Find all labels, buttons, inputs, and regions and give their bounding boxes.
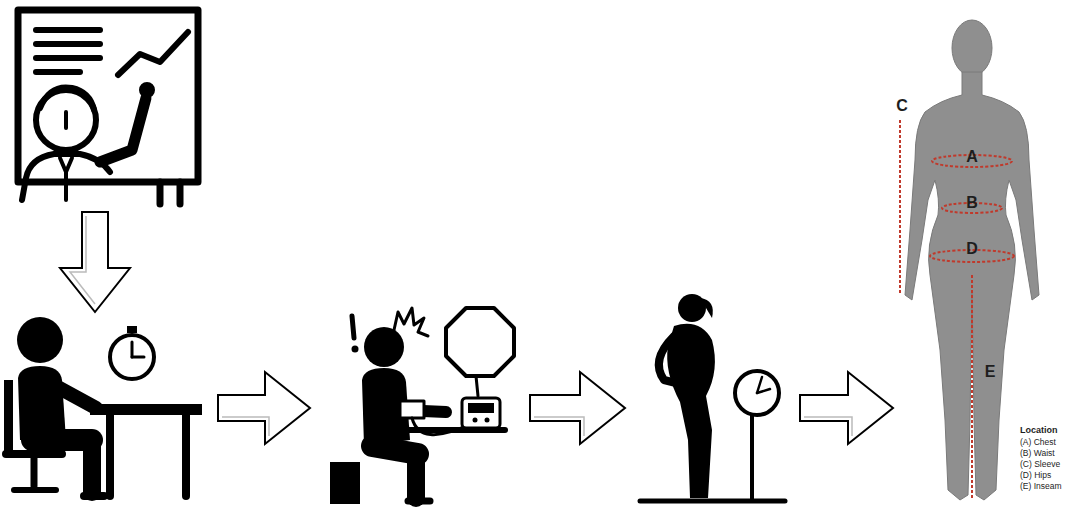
callout-letter: B [966, 195, 978, 211]
flow-arrow [60, 212, 130, 312]
legend-heading: Location [1020, 426, 1058, 435]
legend-entry: (E) Inseam [1020, 482, 1062, 491]
legend-entry: (C) Sleeve [1020, 460, 1060, 469]
waiting-person-icon [4, 317, 202, 496]
body-figure [905, 20, 1039, 500]
legend-entry: (A) Chest [1020, 438, 1056, 447]
measurement-lines [900, 120, 1014, 500]
legend-entry: (D) Hips [1020, 471, 1051, 480]
flow-arrow [530, 372, 625, 444]
callout-letter: C [896, 98, 908, 114]
flow-arrow [218, 372, 310, 444]
presenter-icon [18, 10, 198, 204]
weighing-icon [640, 294, 785, 501]
callout-letter: E [985, 364, 996, 380]
callout-letter: A [966, 149, 978, 165]
blood-pressure-icon [330, 308, 514, 504]
callout-letter: D [966, 241, 978, 257]
legend-entry: (B) Waist [1020, 449, 1055, 458]
flow-arrow [800, 372, 893, 444]
